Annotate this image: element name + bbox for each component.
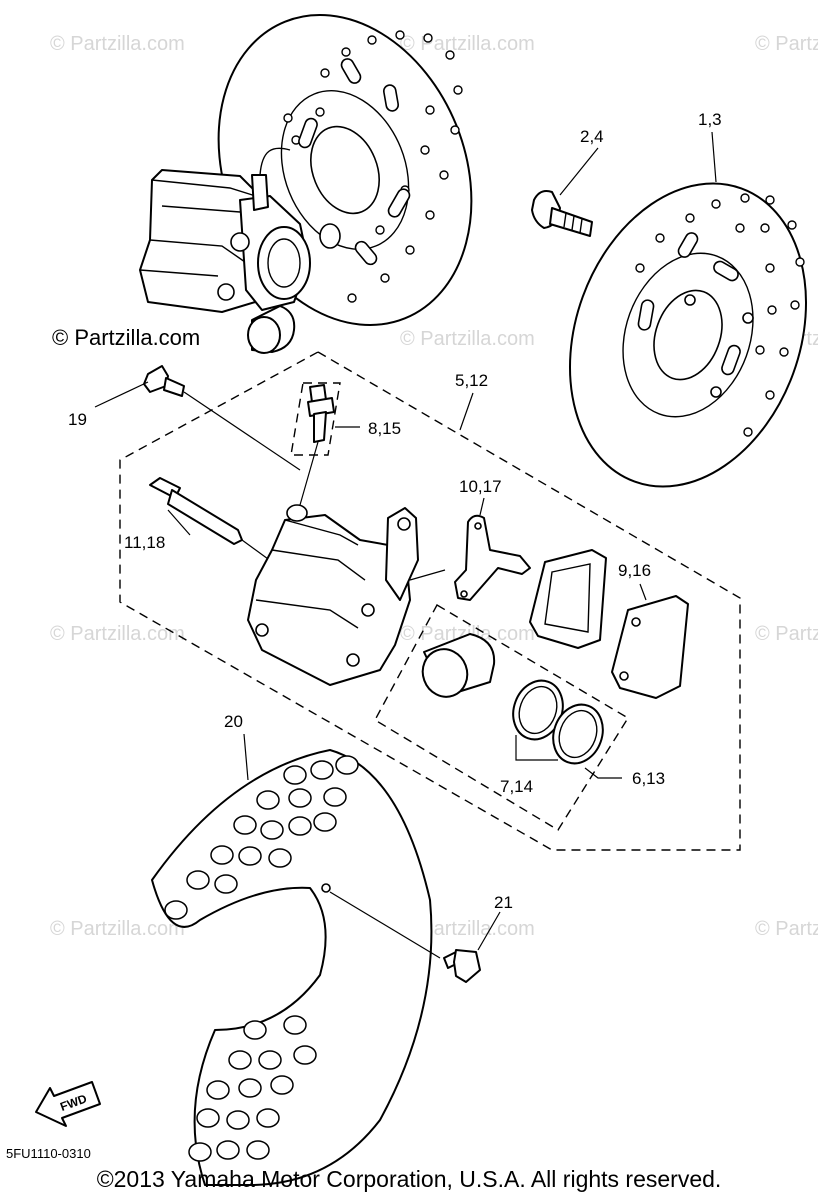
pin-bolt-part xyxy=(149,477,291,576)
fwd-arrow-icon: FWD xyxy=(35,1081,101,1127)
watermark-10: © Partzilla.com xyxy=(400,918,535,940)
brake-rotor-part xyxy=(569,182,807,488)
callout-rotor-bolt: 2,4 xyxy=(580,127,604,146)
rotor-bolt-part xyxy=(531,190,593,237)
callouts: 1,3 2,4 5,12 8,15 10,17 9,16 19 11,18 20… xyxy=(68,110,722,912)
callout-disc-guard: 20 xyxy=(224,712,243,731)
callout-caliper-bolt: 19 xyxy=(68,410,87,429)
callout-bleed-screw: 8,15 xyxy=(368,419,401,438)
bolt-19-part xyxy=(143,365,301,471)
assembled-brake-illustration xyxy=(139,13,473,354)
diagram-code: 5FU1110-0310 xyxy=(6,1146,91,1161)
callout-seal: 7,14 xyxy=(500,777,533,796)
callout-pad-support: 10,17 xyxy=(459,477,502,496)
caliper-body-part xyxy=(247,504,446,686)
watermark-6: © Partzilla.com xyxy=(50,623,185,645)
piston-part xyxy=(421,633,496,698)
brake-pads-part xyxy=(529,549,689,699)
disc-guard-part xyxy=(151,749,441,1186)
bleed-screw-part xyxy=(299,384,335,506)
watermark-9: © Partzilla.com xyxy=(50,918,185,940)
callout-caliper-assy: 5,12 xyxy=(455,371,488,390)
callout-pin-bolt: 11,18 xyxy=(124,533,165,552)
callout-guard-bolt: 21 xyxy=(494,893,513,912)
callout-rotor: 1,3 xyxy=(698,110,722,129)
exploded-assembly-outline xyxy=(119,351,741,851)
partzilla-logo: © Partzilla.com xyxy=(52,325,200,350)
pad-support-part xyxy=(454,514,531,601)
watermark-1: © Partzilla.com xyxy=(50,33,185,55)
watermark-2: © Partzilla.com xyxy=(400,33,535,55)
watermark-8: © Partzilla.com xyxy=(755,623,818,645)
leader-lines xyxy=(94,131,717,951)
watermark-3: © Partzilla.com xyxy=(755,33,818,55)
watermark-4: © Partzilla.com xyxy=(400,328,535,350)
piston-seals-part xyxy=(512,679,604,765)
watermark-11: © Partzilla.com xyxy=(755,918,818,940)
callout-piston-seal-kit: 6,13 xyxy=(632,769,665,788)
copyright-notice: ©2013 Yamaha Motor Corporation, U.S.A. A… xyxy=(96,1166,722,1192)
guard-bolt-part xyxy=(443,949,481,983)
callout-pad-kit: 9,16 xyxy=(618,561,651,580)
